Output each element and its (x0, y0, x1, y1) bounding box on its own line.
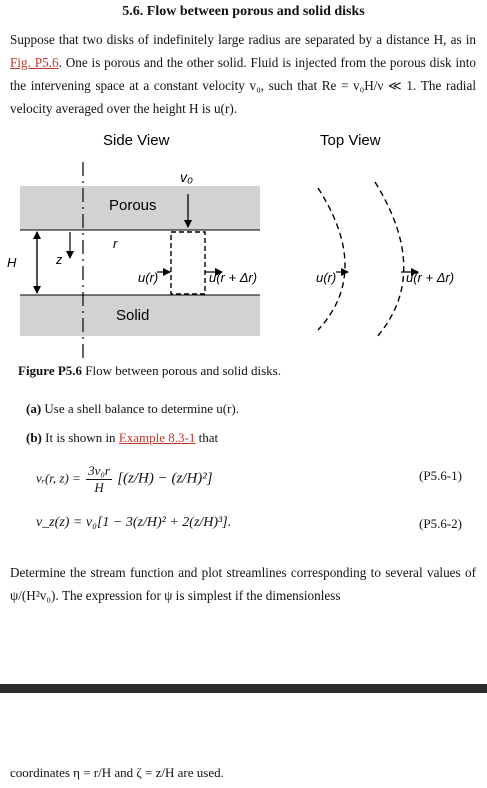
paragraph-text-1: Suppose that two disks of indefinitely l… (10, 32, 476, 47)
porous-label: Porous (109, 197, 157, 214)
shell-element (170, 231, 206, 295)
z-label: z (55, 252, 63, 267)
side-view-label: Side View (103, 132, 170, 149)
footer-text: coordinates η = r/H and ζ = z/H are used… (10, 765, 224, 780)
figure-caption: Figure P5.6 Flow between porous and soli… (18, 363, 281, 379)
problem-paragraph: Suppose that two disks of indefinitely l… (10, 28, 476, 120)
part-b-text-2: that (195, 430, 219, 445)
caption-text: Flow between porous and solid disks. (82, 363, 281, 378)
eq1-coef: 3v₀r (86, 463, 112, 480)
eq1-den: H (94, 480, 104, 495)
u-r-label-side: u(r) (138, 270, 158, 285)
r-label: r (113, 236, 118, 251)
figure: Side View Top View Porous Solid v₀ H z r… (0, 124, 487, 364)
part-b: (b) It is shown in Example 8.3-1 that (26, 430, 218, 446)
paragraph-text-2: . One is porous and the other solid. Flu… (10, 55, 476, 116)
equation-2: v_z(z) = v₀[1 − 3(z/H)² + 2(z/H)³]. (36, 515, 232, 530)
equation-1: vᵣ(r, z) = 3v₀r H [(z/H) − (z/H)²] (36, 463, 213, 496)
u-r-label-top: u(r) (316, 270, 336, 285)
eq1-lhs: vᵣ(r, z) = (36, 470, 85, 486)
paragraph-2: Determine the stream function and plot s… (10, 565, 476, 603)
v0-label: v₀ (180, 169, 193, 185)
eq1-body: [(z/H) − (z/H)²] (117, 470, 213, 487)
equation-1-number: (P5.6-1) (419, 468, 462, 483)
flow-diagram: Side View Top View Porous Solid v₀ H z r… (7, 132, 454, 360)
part-a: (a) Use a shell balance to determine u(r… (26, 401, 239, 417)
top-view-label: Top View (320, 132, 381, 149)
porous-disk (20, 186, 260, 230)
part-a-label: (a) (26, 401, 42, 416)
u-r-dr-label-top: u(r + Δr) (406, 270, 454, 285)
page-divider (0, 684, 487, 693)
solid-disk (20, 295, 260, 336)
inner-arc (317, 187, 346, 331)
outer-arc (374, 181, 405, 339)
h-label: H (7, 255, 17, 270)
example-link[interactable]: Example 8.3-1 (118, 430, 196, 445)
solid-label: Solid (116, 307, 149, 324)
part-a-text: Use a shell balance to determine u(r). (41, 401, 239, 416)
section-title: 5.6. Flow between porous and solid disks (122, 4, 365, 19)
figure-number: Figure P5.6 (18, 363, 83, 378)
part-b-label: (b) (26, 430, 42, 445)
part-b-text-1: It is shown in (41, 430, 119, 445)
equation-2-number: (P5.6-2) (419, 516, 462, 531)
figure-link[interactable]: Fig. P5.6 (10, 55, 59, 70)
u-r-dr-label-side: u(r + Δr) (209, 270, 257, 285)
